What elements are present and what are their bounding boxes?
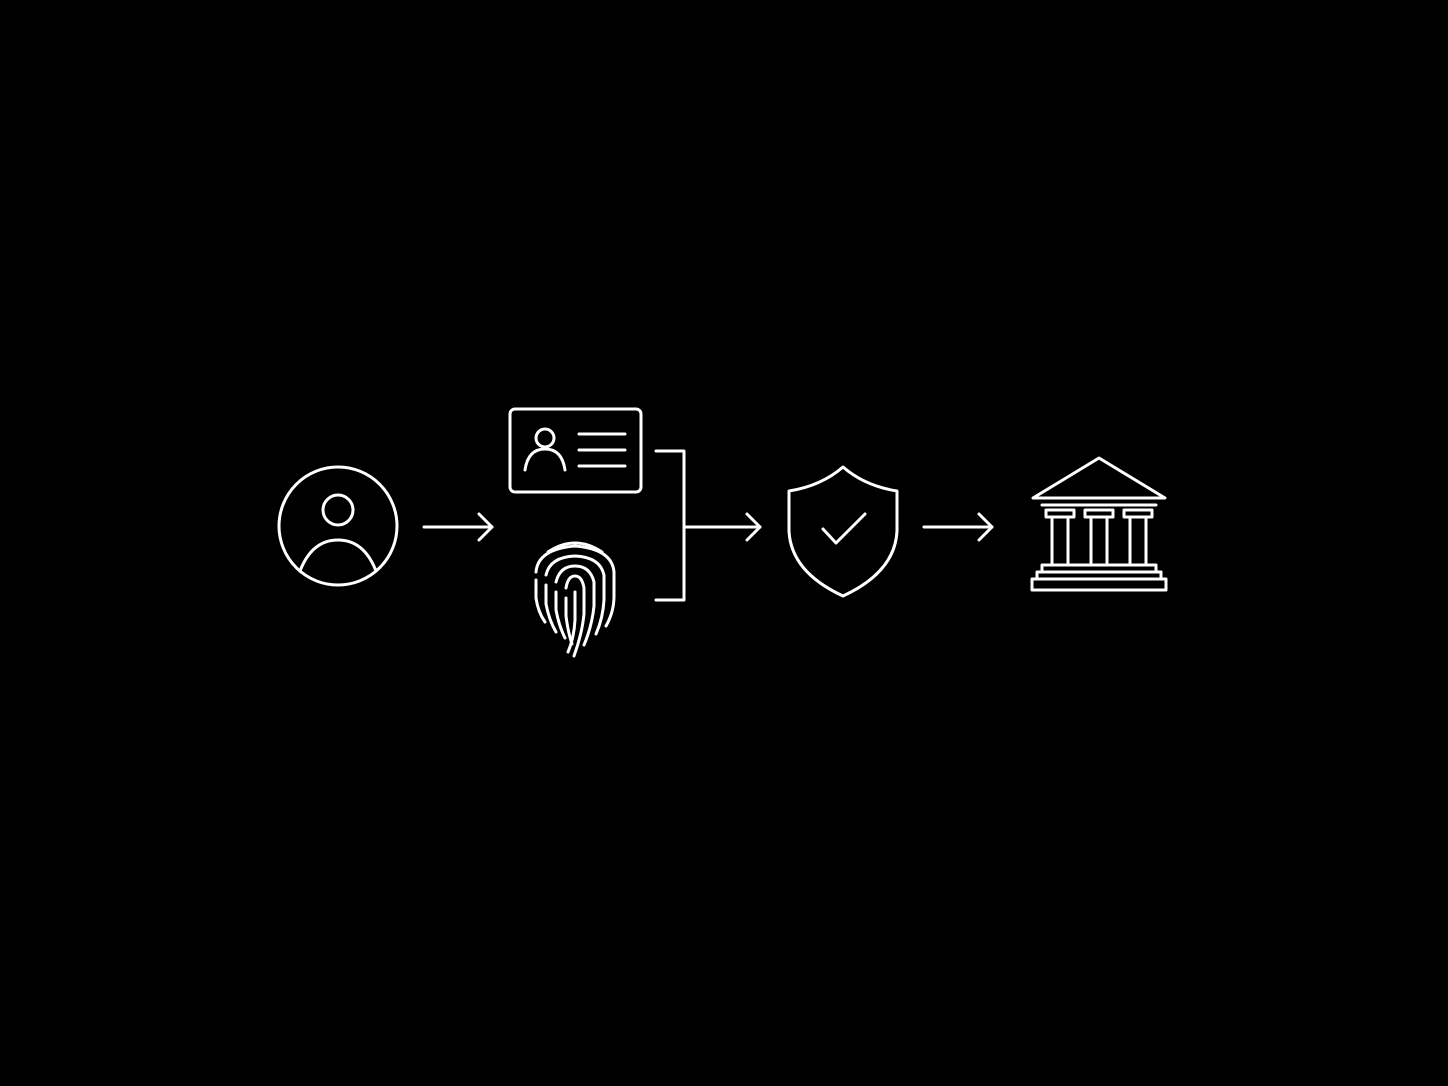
arrow-shield-to-bank — [922, 512, 994, 542]
merge-connector — [654, 449, 762, 602]
arrow-user-to-id — [422, 512, 494, 542]
id-card-icon — [508, 407, 643, 494]
fingerprint-icon — [534, 541, 616, 658]
shield-check-icon — [787, 465, 899, 598]
bank-building-icon — [1030, 456, 1168, 592]
user-avatar-icon — [277, 465, 399, 587]
